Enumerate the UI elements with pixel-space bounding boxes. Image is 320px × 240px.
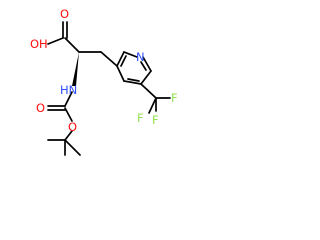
bond-oester-ctert (64, 130, 73, 141)
atom-label-o-carbonyl: O (60, 7, 69, 21)
ring-double-2 (120, 55, 127, 67)
atom-label-f2: F (152, 113, 159, 127)
ring-double-3 (140, 61, 147, 71)
atom-label-o-carbamate: O (36, 101, 45, 115)
bond-c1-calpha (64, 37, 80, 53)
bond-ctert-me3 (64, 139, 81, 156)
bond-c-oester (64, 107, 73, 122)
bond-ring-cf3 (140, 83, 157, 99)
ring-bond-6 (116, 51, 125, 67)
ring-bond-2 (123, 80, 142, 85)
molecule-structure: OH O HN O O N F F F (30, 7, 178, 156)
structure-canvas: OH O HN O O N F F F (0, 0, 210, 173)
ring-bond-3 (140, 70, 152, 85)
bond-nh-c (64, 91, 73, 107)
atom-label-hn: HN (60, 83, 77, 97)
atom-label-f1: F (171, 91, 178, 105)
bond-c-f3 (148, 97, 157, 114)
bond-c1-oh (47, 37, 64, 45)
atom-label-o-ester: O (68, 120, 77, 134)
atom-label-n-pyridine: N (136, 50, 145, 64)
ring-bond-4 (142, 56, 152, 72)
ring-bond-5 (123, 51, 138, 58)
atom-label-oh: OH (30, 37, 48, 51)
ring-double-1 (127, 78, 140, 82)
atom-label-f3: F (137, 111, 144, 125)
ring-bond-1 (116, 65, 125, 82)
wedge-bond-calpha-nh (72, 52, 79, 86)
bond-ch2-ring (100, 51, 118, 67)
